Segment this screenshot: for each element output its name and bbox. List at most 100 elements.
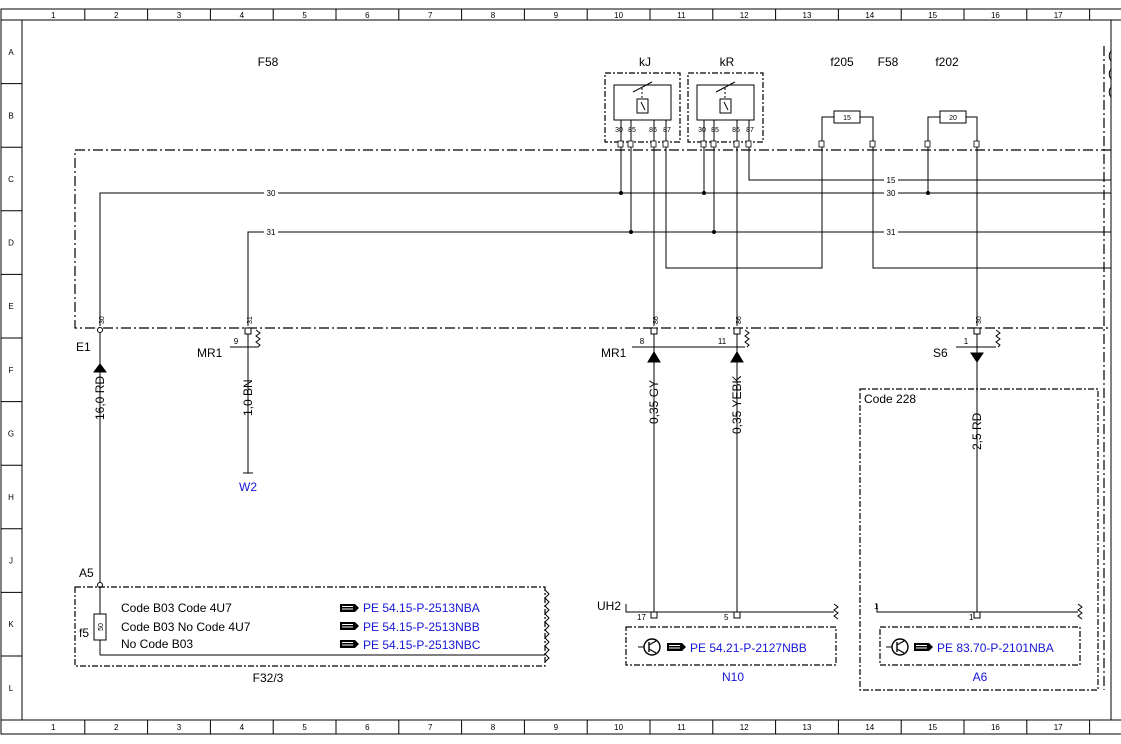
kj-pin-85: 85 [628,127,636,134]
n10-link[interactable]: N10 [722,670,744,684]
wire-30-right: 30 [887,189,896,198]
grid-column-10: 10 [614,11,623,20]
fuse-f205 [821,110,874,142]
f32-row-1-pointer-icon [340,604,359,612]
a5-label: A5 [79,566,94,580]
fuse-f5-icon [93,613,107,641]
grid-row-E: E [8,302,13,311]
f32-reference-link-1[interactable]: PE 54.15-P-2513NBA [363,601,480,615]
f32-code-row-3: No Code B03 [121,637,193,651]
mr1-pin-86-b: 86 [736,316,743,324]
grid-row-L: L [9,684,14,693]
relay-kj-label: kJ [639,55,651,69]
wire-spec-yebk: 0,35 YEBK [730,376,744,435]
n10-pointer-icon [667,643,686,651]
wire-spec-gy: 0,35 GY [647,380,661,424]
f32-row-3-pointer-icon [340,640,359,648]
grid-column-17: 17 [1054,723,1063,732]
relay-kj-coil-icon [636,98,649,114]
a6-pin-1a: 1 [874,602,879,611]
a6-link[interactable]: A6 [973,670,988,684]
wire-spec-e1: 16,0 RD [93,376,107,420]
drawing-frame [0,8,1121,735]
kj-pin-87: 87 [663,127,671,134]
mr1-pin-86-a: 86 [653,316,660,324]
mr1-pin-8: 8 [640,337,645,346]
grid-column-14: 14 [865,723,874,732]
grid-column-2: 2 [114,723,119,732]
grid-column-11: 11 [677,723,686,732]
wire-junctions [619,191,930,234]
code-228-label: Code 228 [864,392,916,406]
mr1-left-connector [230,327,261,474]
fuse-f202-label: f202 [935,55,959,69]
s6-label: S6 [933,346,948,360]
grid-column-11: 11 [677,11,686,20]
grid-column-13: 13 [803,11,812,20]
relay-kr-pins: 30 85 86 87 [698,127,754,134]
kr-pin-86: 86 [732,127,740,134]
wire-spec-rd: 2,5 RD [970,412,984,450]
f32-code-row-2: Code B03 No Code 4U7 [121,620,251,634]
f32-3-label: F32/3 [253,671,284,685]
grid-column-1: 1 [51,11,56,20]
wire-15-right: 15 [887,176,896,185]
kr-pin-85: 85 [711,127,719,134]
relay-kj [604,72,681,143]
relay-kr-coil-icon [719,98,732,114]
s6-connector [956,327,1001,612]
wire-spec-bn: 1,0 BN [241,379,255,416]
e1-connector [93,327,107,585]
e1-label: E1 [76,340,91,354]
grid-column-9: 9 [554,11,559,20]
grid-row-K: K [8,620,14,629]
f58-module-border [74,149,1111,329]
uh2-pin-5: 5 [724,613,729,622]
n10-reference-link[interactable]: PE 54.21-P-2127NBB [690,641,807,655]
f32-code-row-1: Code B03 Code 4U7 [121,601,232,615]
grid-column-8: 8 [491,723,496,732]
wire-31-left: 31 [267,228,276,237]
grid-column-7: 7 [428,723,433,732]
kj-pin-86: 86 [649,127,657,134]
grid-row-F: F [9,366,14,375]
grid-row-D: D [8,239,14,248]
s6-pin-30: 30 [976,316,983,324]
right-edge-char-1: ( [1108,48,1112,62]
uh2-pin-17: 17 [637,613,646,622]
grid-row-C: C [8,175,14,184]
grid-column-5: 5 [302,723,307,732]
a6-reference-link[interactable]: PE 83.70-P-2101NBA [937,641,1054,655]
uh2-label: UH2 [597,599,621,613]
right-edge-char-3: ( [1108,84,1112,98]
grid-column-13: 13 [803,723,812,732]
kj-pin-30: 30 [615,127,623,134]
fuse-f5-rating: 50 [98,623,105,631]
grid-row-B: B [8,111,13,120]
grid-column-3: 3 [177,723,182,732]
internal-wires [99,147,1111,326]
a6-component [876,603,1083,666]
grid-column-9: 9 [554,723,559,732]
e1-pin-number: 30 [99,316,106,324]
grid-column-12: 12 [740,723,749,732]
right-edge-char-2: ( [1108,66,1112,80]
grid-column-15: 15 [928,723,937,732]
s6-pin-1: 1 [964,337,969,346]
f32-reference-link-3[interactable]: PE 54.15-P-2513NBC [363,638,481,652]
mr1-mid-label: MR1 [601,346,627,360]
fuse-f202 [927,110,978,142]
w2-link[interactable]: W2 [239,480,257,494]
grid-row-H: H [8,493,14,502]
relay-kj-pins: 30 85 86 87 [615,127,671,134]
fuse-f205-label: f205 [830,55,854,69]
grid-column-3: 3 [177,11,182,20]
grid-column-17: 17 [1054,11,1063,20]
grid-column-4: 4 [240,723,245,732]
f32-row-2-pointer-icon [340,622,359,630]
f32-reference-link-2[interactable]: PE 54.15-P-2513NBB [363,620,480,634]
